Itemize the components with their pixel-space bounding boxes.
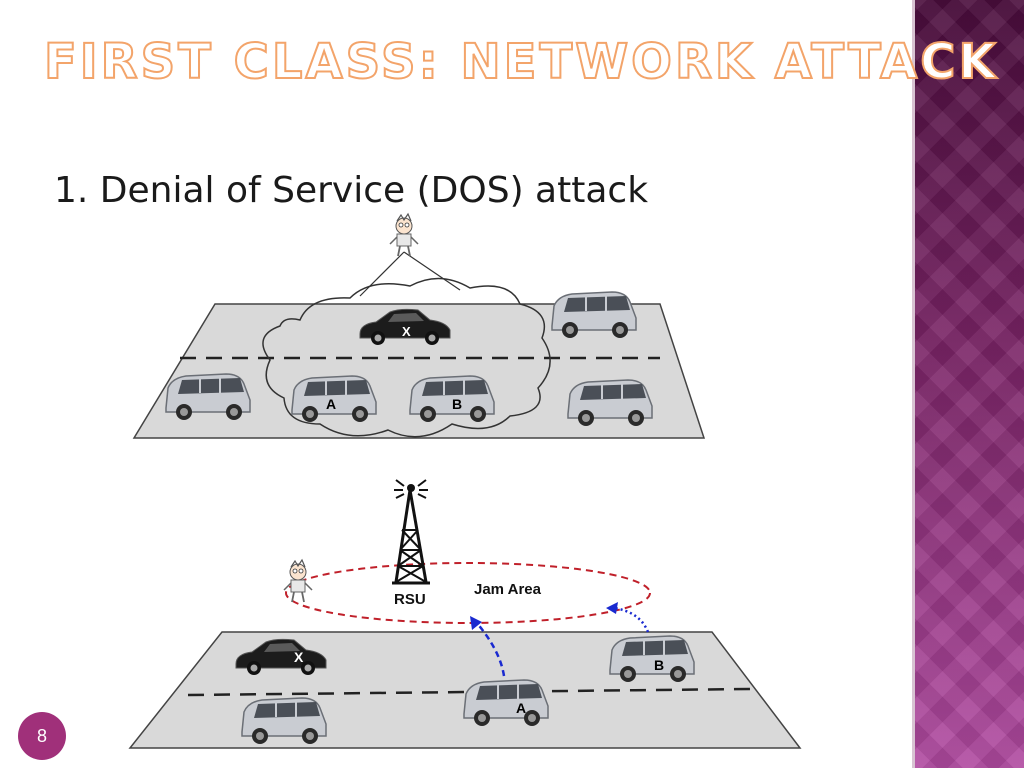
attacker-figure-bottom xyxy=(283,559,313,603)
attacker-links xyxy=(359,251,461,297)
signal-arrowhead-b xyxy=(606,602,618,614)
slide-title: First Class: Network Attack xyxy=(43,33,999,91)
road-bottom xyxy=(128,631,802,749)
signal-arrow-a xyxy=(475,621,506,677)
signal-arrow-b xyxy=(613,606,650,633)
node-b-label-top: B xyxy=(452,396,462,412)
cloud-attack-zone xyxy=(262,277,551,438)
signal-arrowhead-a xyxy=(470,616,482,630)
attacker-figure-top xyxy=(389,213,419,257)
jam-area-ellipse xyxy=(285,562,651,624)
sidebar-edge xyxy=(912,0,915,768)
road-top xyxy=(132,303,706,439)
rsu-tower-icon xyxy=(392,479,430,585)
page-number-badge: 8 xyxy=(18,712,66,760)
lane-divider-bottom xyxy=(187,687,751,697)
top-scenario: X A B xyxy=(132,213,706,439)
node-a-label-bottom: A xyxy=(516,700,526,716)
rsu-label: RSU xyxy=(394,591,426,608)
node-b-label-bottom: B xyxy=(654,657,664,673)
dos-attack-diagram: X A B RSU Jam Area xyxy=(128,213,802,749)
decorative-sidebar xyxy=(912,0,1024,768)
jam-area-label: Jam Area xyxy=(474,581,542,598)
attacker-label-top: X xyxy=(402,324,411,339)
bottom-scenario: RSU Jam Area X A B xyxy=(128,479,802,749)
attacker-label-bottom: X xyxy=(294,649,304,665)
slide-subtitle: 1. Denial of Service (DOS) attack xyxy=(54,170,649,211)
node-a-label-top: A xyxy=(326,396,336,412)
